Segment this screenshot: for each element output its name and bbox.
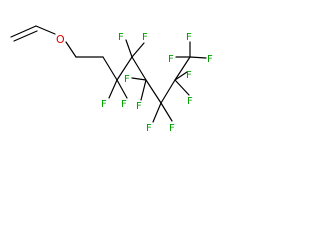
atom-fluorine: F (118, 32, 124, 43)
bond-c4-f-right (160, 102, 173, 122)
atom-fluorine: F (168, 54, 174, 65)
bond-c6-f-right (189, 56, 207, 59)
atom-fluorine: F (169, 123, 175, 134)
bond-vinyl-single (10, 25, 37, 38)
atom-fluorine: F (186, 70, 192, 81)
bond-cf2-cf2-3 (145, 79, 162, 104)
bond-cf2-cf2-2 (131, 56, 147, 81)
atom-fluorine: F (186, 32, 192, 43)
bond-ch2-cf2 (102, 56, 118, 81)
atom-fluorine: F (101, 99, 107, 110)
bond-c3-f-left (131, 77, 147, 81)
chemical-structure: O F F F F F F F F F F F F F (10, 25, 213, 134)
bond-cf2-cf2-4 (160, 79, 176, 104)
bond-c2-f-left (125, 39, 133, 58)
atom-fluorine: F (136, 101, 142, 112)
bond-cf2-cf3 (174, 56, 191, 81)
bond-c3-f-down (140, 79, 147, 101)
bond-c2-f-right (131, 42, 145, 58)
bond-c5-f-right (174, 79, 190, 96)
bond-c1-f-right (116, 79, 128, 99)
bond-c5-f-down (174, 71, 188, 81)
atom-fluorine: F (187, 96, 193, 107)
atom-fluorine: F (146, 123, 152, 134)
bond-c-o (35, 25, 56, 35)
bond-o-ch2 (65, 41, 77, 58)
bond-vinyl-double-a (13, 30, 38, 42)
atom-fluorine: F (124, 74, 130, 85)
atom-oxygen: O (56, 33, 65, 46)
atom-fluorine: F (142, 32, 148, 43)
atom-fluorine: F (207, 54, 213, 65)
bond-c1-f-left (108, 79, 118, 99)
bond-c4-f-left (152, 102, 162, 123)
atom-fluorine: F (121, 99, 127, 110)
bond-cf2-cf2-1 (116, 56, 133, 81)
